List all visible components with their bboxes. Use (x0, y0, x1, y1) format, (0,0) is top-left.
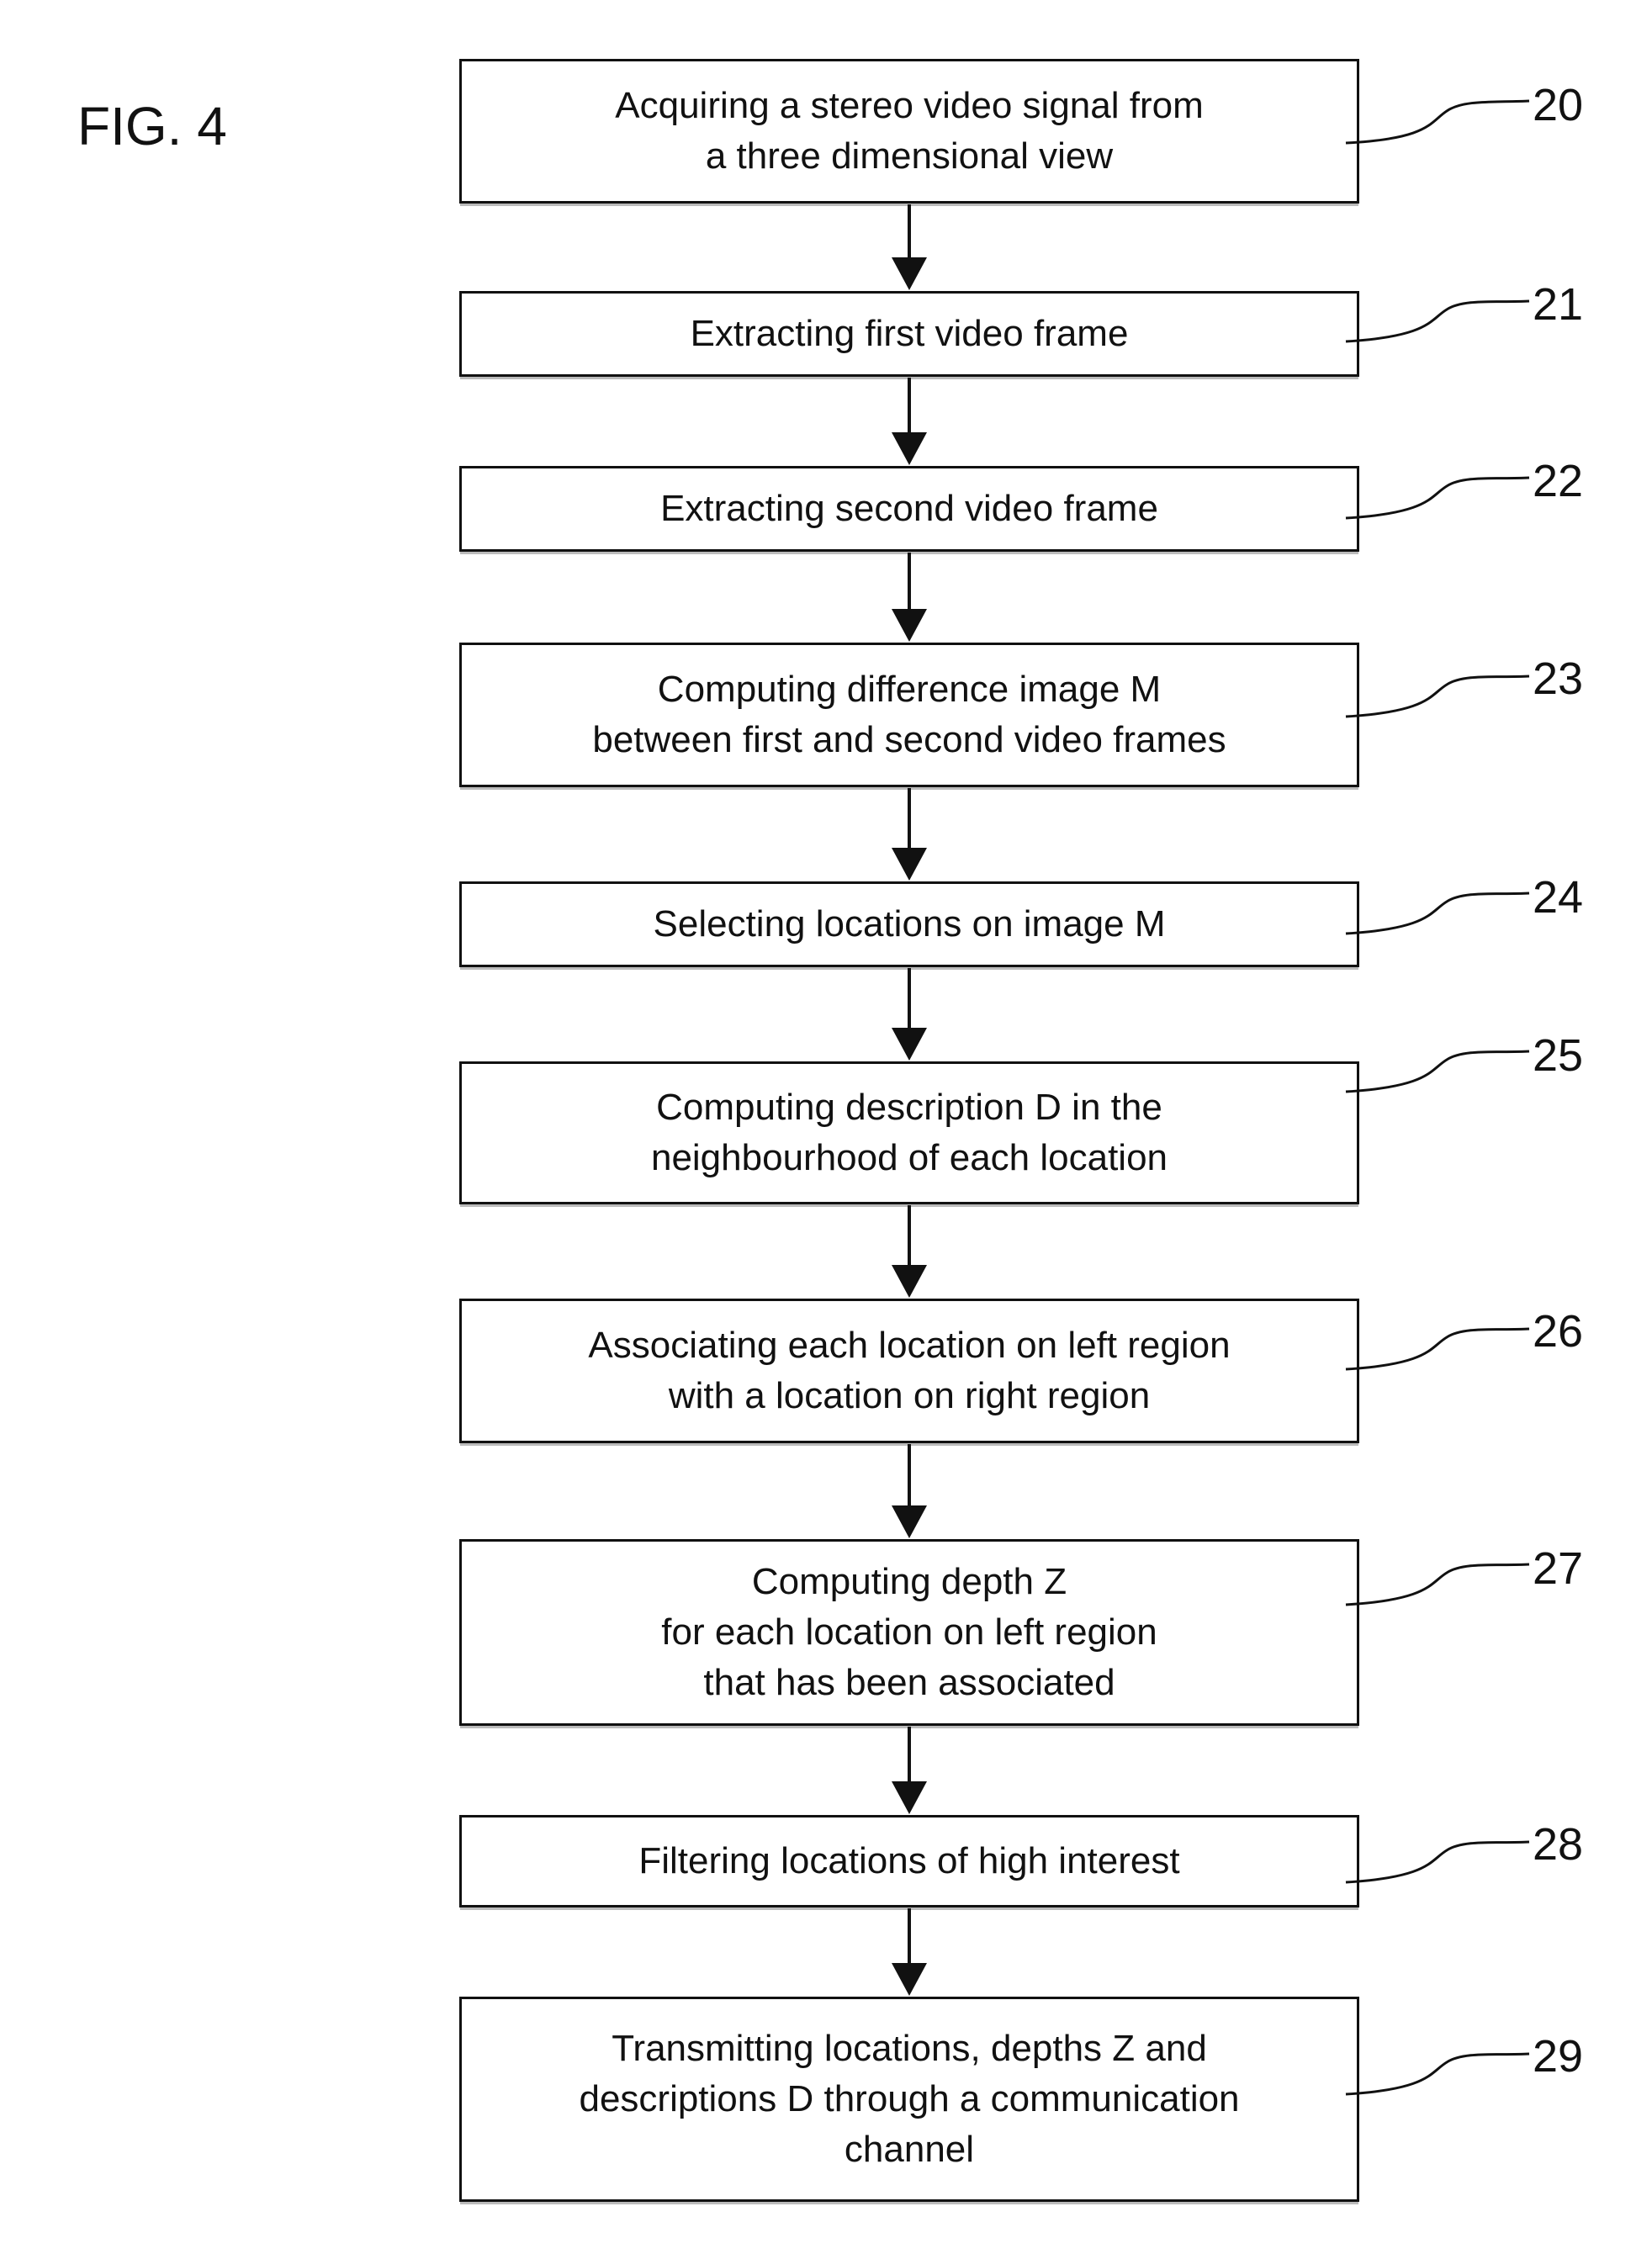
step-box-20: Acquiring a stereo video signal from a t… (459, 59, 1359, 204)
arrow-22-to-23-head (892, 609, 927, 642)
step-text-25: Computing description D in the neighbour… (650, 1087, 1168, 1178)
step-text-28: Filtering locations of high interest (638, 1840, 1180, 1881)
arrow-20-to-21-head (892, 257, 927, 290)
step-text-29: Transmitting locations, depths Z and des… (579, 2028, 1240, 2170)
step-text-23: Computing difference image M between fir… (592, 669, 1226, 760)
leader-line-24 (1345, 892, 1530, 935)
leader-line-20 (1345, 99, 1530, 145)
step-box-21: Extracting first video frame (459, 291, 1359, 377)
reference-numeral-20: 20 (1533, 80, 1584, 130)
reference-numeral-29: 29 (1533, 2031, 1584, 2082)
step-text-22: Extracting second video frame (660, 488, 1158, 529)
arrow-26-to-27-head (892, 1505, 927, 1538)
reference-numeral-23: 23 (1533, 653, 1584, 704)
step-text-24: Selecting locations on image M (653, 903, 1166, 944)
step-text-21: Extracting first video frame (690, 313, 1129, 354)
arrow-28-to-29-head (892, 1963, 927, 1996)
leader-lines (1345, 99, 1530, 2096)
leader-line-25 (1345, 1050, 1530, 1093)
reference-numeral-27: 27 (1533, 1543, 1584, 1594)
figure-label: FIG. 4 (77, 96, 227, 156)
step-box-23: Computing difference image M between fir… (459, 643, 1359, 787)
leader-line-22 (1345, 476, 1530, 520)
reference-numeral-22: 22 (1533, 456, 1584, 506)
step-box-25: Computing description D in the neighbour… (459, 1061, 1359, 1204)
leader-line-23 (1345, 675, 1530, 718)
arrow-21-to-22-head (892, 432, 927, 465)
reference-numeral-26: 26 (1533, 1306, 1584, 1357)
step-text-27: Computing depth Z for each location on l… (661, 1561, 1157, 1703)
reference-numeral-21: 21 (1533, 279, 1584, 330)
leader-line-26 (1345, 1327, 1530, 1371)
step-box-29: Transmitting locations, depths Z and des… (459, 1997, 1359, 2202)
reference-numeral-25: 25 (1533, 1030, 1584, 1081)
leader-line-28 (1345, 1840, 1530, 1884)
step-box-22: Extracting second video frame (459, 466, 1359, 552)
step-text-20: Acquiring a stereo video signal from a t… (615, 85, 1204, 177)
arrow-23-to-24-head (892, 848, 927, 881)
arrow-24-to-25-head (892, 1028, 927, 1061)
leader-line-21 (1345, 299, 1530, 343)
reference-numeral-28: 28 (1533, 1819, 1584, 1870)
reference-numeral-24: 24 (1533, 872, 1584, 923)
step-box-26: Associating each location on left region… (459, 1299, 1359, 1443)
step-box-28: Filtering locations of high interest (459, 1815, 1359, 1907)
step-box-27: Computing depth Z for each location on l… (459, 1539, 1359, 1726)
arrow-25-to-26-head (892, 1265, 927, 1298)
step-box-24: Selecting locations on image M (459, 881, 1359, 967)
arrow-27-to-28-head (892, 1781, 927, 1814)
step-text-26: Associating each location on left region… (588, 1325, 1231, 1416)
leader-line-27 (1345, 1563, 1530, 1606)
leader-line-29 (1345, 2052, 1530, 2096)
